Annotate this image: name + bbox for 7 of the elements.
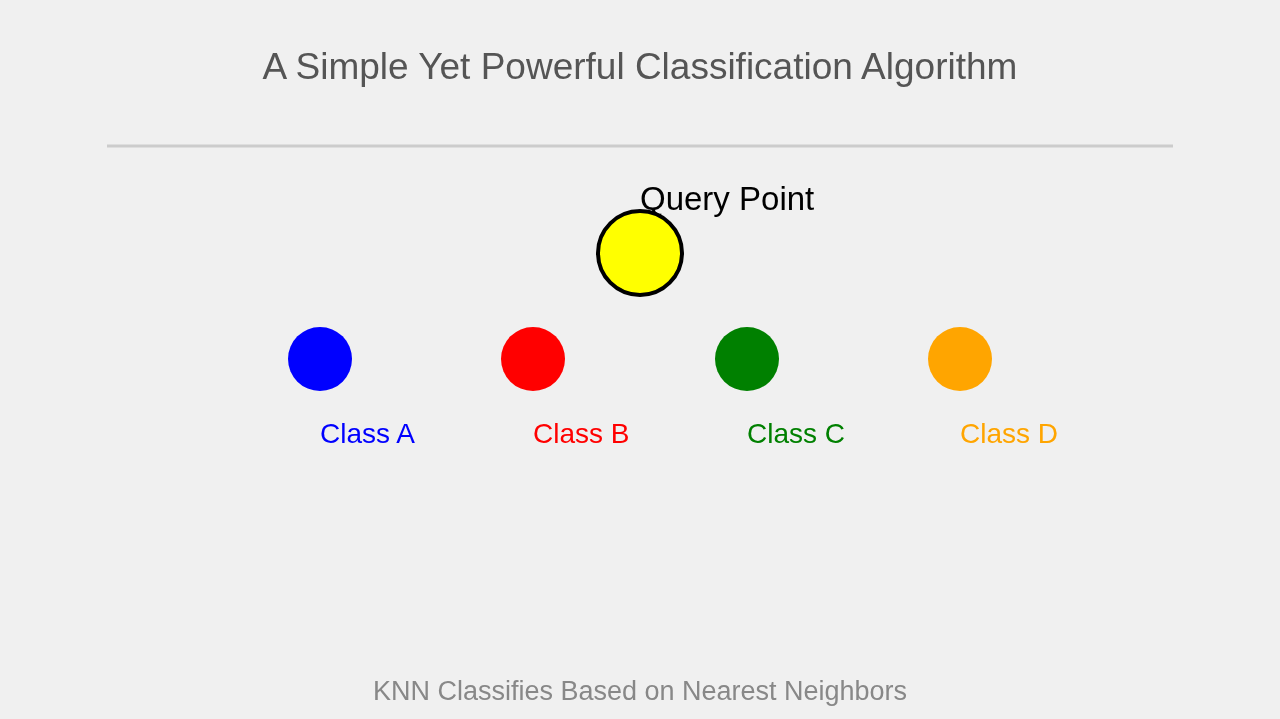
caption: KNN Classifies Based on Nearest Neighbors	[371, 676, 909, 707]
point-label: Class C	[747, 418, 845, 450]
subtitle: A Simple Yet Powerful Classification Algorithm	[261, 46, 1019, 88]
point-label: Class B	[533, 418, 630, 450]
point-label: Query Point	[640, 180, 815, 218]
point-label: Class D	[960, 418, 1058, 450]
point-label: Class A	[320, 418, 415, 450]
